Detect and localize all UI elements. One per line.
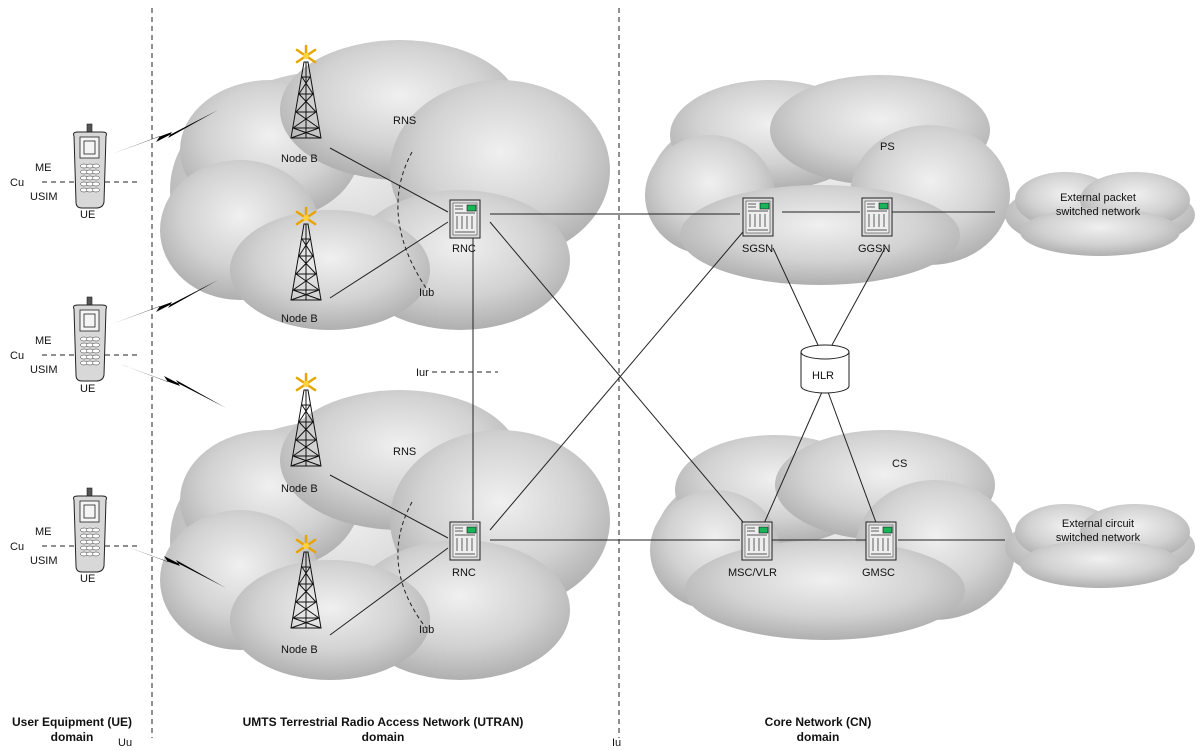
ue-phone-icon-1 bbox=[73, 123, 107, 209]
node-b-label-2: Node B bbox=[281, 313, 318, 325]
cn-domain-subtitle: domain bbox=[797, 730, 840, 744]
rnc-switch-icon-top bbox=[449, 199, 481, 239]
node-b-label-3: Node B bbox=[281, 483, 318, 495]
sgsn-switch-icon bbox=[742, 197, 774, 237]
usim-label-2: USIM bbox=[30, 364, 58, 376]
ue-phone-icon-3 bbox=[73, 487, 107, 573]
ue-domain-title: User Equipment (UE) bbox=[12, 715, 132, 729]
rnc-label-top: RNC bbox=[452, 243, 476, 255]
rns-label-top: RNS bbox=[393, 115, 416, 127]
sgsn-label: SGSN bbox=[742, 243, 773, 255]
cu-label-2: Cu bbox=[10, 350, 24, 362]
rns-cloud-top bbox=[160, 40, 610, 330]
iub-label-top: Iub bbox=[419, 287, 434, 299]
external-circuit-cloud bbox=[1005, 504, 1195, 588]
iub-arc-top bbox=[397, 151, 427, 289]
node-b-label-1: Node B bbox=[281, 153, 318, 165]
utran-domain-title: UMTS Terrestrial Radio Access Network (U… bbox=[243, 715, 524, 729]
ue-label-1: UE bbox=[80, 209, 95, 221]
msc-vlr-label: MSC/VLR bbox=[728, 567, 777, 579]
ue-label-2: UE bbox=[80, 383, 95, 395]
iub-arc-bottom bbox=[397, 501, 427, 629]
usim-label-3: USIM bbox=[30, 555, 58, 567]
cu-label-1: Cu bbox=[10, 177, 24, 189]
radio-link-bolt-3 bbox=[120, 364, 226, 408]
ps-label: PS bbox=[880, 141, 895, 153]
hlr-database-icon bbox=[800, 344, 850, 394]
external-packet-line2: switched network bbox=[1056, 206, 1141, 218]
external-circuit-line1: External circuit bbox=[1062, 518, 1134, 530]
gmsc-label: GMSC bbox=[862, 567, 895, 579]
hlr-label: HLR bbox=[812, 370, 834, 382]
uu-label: Uu bbox=[118, 737, 132, 749]
link-layer bbox=[329, 147, 1005, 636]
me-label-1: ME bbox=[35, 162, 52, 174]
cs-label: CS bbox=[892, 458, 907, 470]
ue-label-3: UE bbox=[80, 573, 95, 585]
rnc-label-bottom: RNC bbox=[452, 567, 476, 579]
cn-domain-title: Core Network (CN) bbox=[765, 715, 872, 729]
iu-label: Iu bbox=[612, 737, 621, 749]
ps-cloud bbox=[645, 75, 1010, 285]
me-label-3: ME bbox=[35, 526, 52, 538]
ggsn-switch-icon bbox=[861, 197, 893, 237]
rns-label-bottom: RNS bbox=[393, 446, 416, 458]
me-label-2: ME bbox=[35, 335, 52, 347]
rnc-switch-icon-bottom bbox=[449, 521, 481, 561]
msc-vlr-switch-icon bbox=[741, 521, 773, 561]
iur-label: Iur bbox=[416, 367, 429, 379]
node-b-label-4: Node B bbox=[281, 644, 318, 656]
cs-cloud bbox=[650, 430, 1015, 640]
cu-label-3: Cu bbox=[10, 541, 24, 553]
external-circuit-line2: switched network bbox=[1056, 532, 1141, 544]
ggsn-label: GGSN bbox=[858, 243, 890, 255]
rns-cloud-bottom bbox=[160, 390, 610, 680]
iub-label-bottom: Iub bbox=[419, 624, 434, 636]
ue-domain-subtitle: domain bbox=[51, 730, 94, 744]
usim-label-1: USIM bbox=[30, 191, 58, 203]
utran-domain-subtitle: domain bbox=[362, 730, 405, 744]
ue-phone-icon-2 bbox=[73, 296, 107, 382]
external-packet-line1: External packet bbox=[1060, 192, 1136, 204]
gmsc-switch-icon bbox=[865, 521, 897, 561]
